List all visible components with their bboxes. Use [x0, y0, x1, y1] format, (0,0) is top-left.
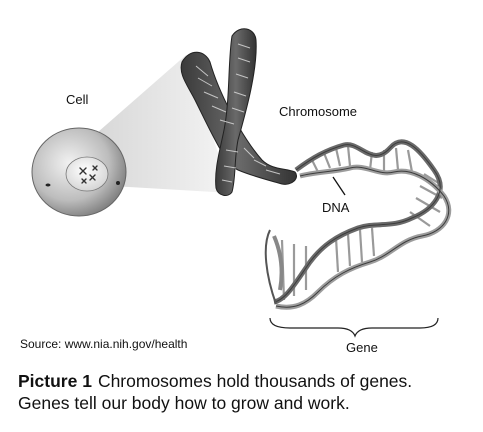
cell-nucleus [65, 156, 109, 192]
gene-label: Gene [346, 340, 378, 355]
dna-label: DNA [322, 200, 350, 215]
cell-label: Cell [66, 92, 89, 107]
caption-heading: Picture 1 [18, 371, 92, 391]
chromosome-label: Chromosome [279, 104, 358, 119]
source-credit: Source: www.nia.nih.gov/health [20, 337, 188, 351]
chromosome-illustration [180, 28, 297, 196]
caption-text: Chromosomes hold thousands of genes. Gen… [18, 371, 413, 413]
dna-pointer-line [332, 176, 346, 196]
cell-illustration [31, 127, 127, 217]
gene-brace [269, 317, 439, 338]
dna-helix [264, 139, 452, 310]
